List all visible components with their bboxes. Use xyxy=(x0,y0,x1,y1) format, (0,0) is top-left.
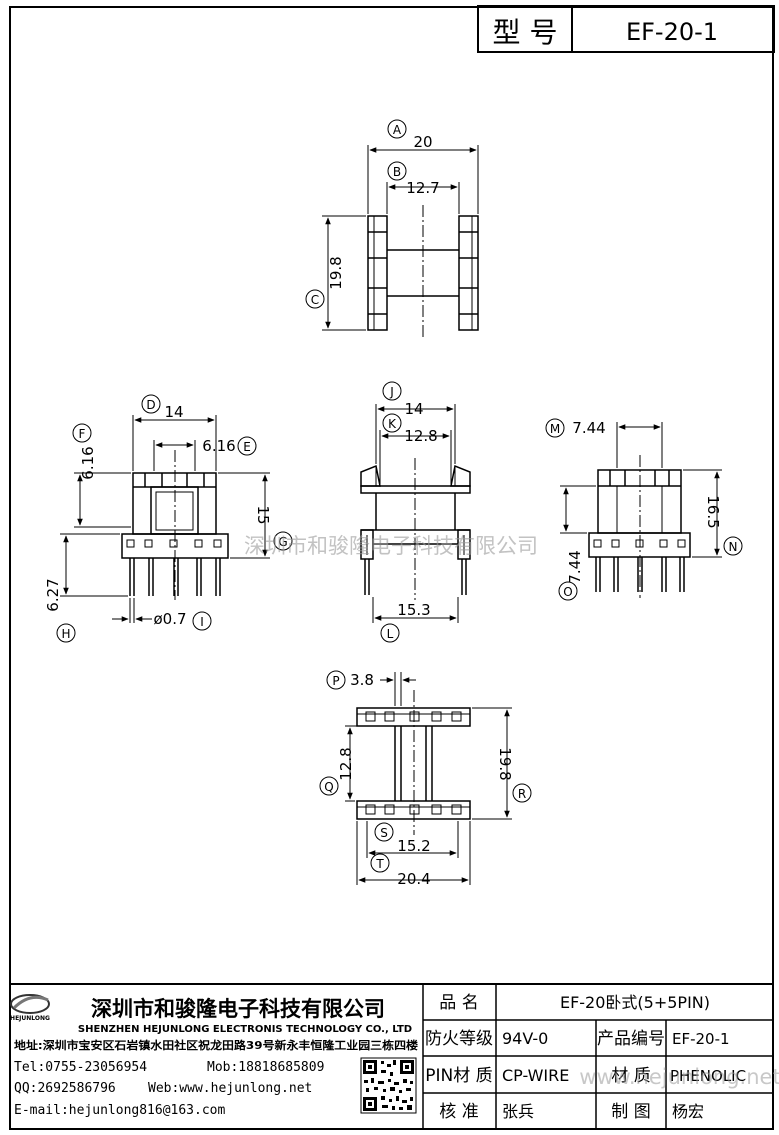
pin-material-value: CP-WIRE xyxy=(502,1066,569,1085)
pin-material-label: PIN材 质 xyxy=(425,1066,492,1086)
balloon-h: H xyxy=(61,627,70,641)
balloon-b: B xyxy=(393,165,401,179)
fire-rating-label: 防火等级 xyxy=(425,1029,493,1049)
company-name-cn: 深圳市和骏隆电子科技有限公司 xyxy=(91,997,385,1021)
balloon-l: L xyxy=(387,627,394,641)
approved-label: 核 准 xyxy=(439,1102,478,1122)
material-value: PHENOLIC xyxy=(670,1067,746,1085)
product-code-value: EF-20-1 xyxy=(672,1030,730,1048)
dim-l-value: 15.3 xyxy=(397,601,430,619)
dim-c-value: 19.8 xyxy=(327,256,345,289)
balloon-p: P xyxy=(332,674,339,688)
dim-e-value: 6.16 xyxy=(202,437,235,455)
front-view-right xyxy=(545,418,743,601)
top-view xyxy=(305,119,479,340)
bottom-view xyxy=(319,670,532,885)
dim-q-value: 12.8 xyxy=(337,747,355,780)
logo-text: HEJUNLONG xyxy=(10,1015,50,1022)
balloon-r: R xyxy=(518,787,526,801)
company-tel: Tel:0755-23056954 xyxy=(14,1060,147,1075)
company-email: E-mail:hejunlong816@163.com xyxy=(14,1103,225,1118)
company-web: Web:www.hejunlong.net xyxy=(148,1081,312,1096)
balloon-t: T xyxy=(375,857,384,871)
dim-k-value: 12.8 xyxy=(404,427,437,445)
company-name-en: SHENZHEN HEJUNLONG ELECTRONIS TECHNOLOGY… xyxy=(78,1024,412,1035)
balloon-e: E xyxy=(243,440,251,454)
drawn-label: 制 图 xyxy=(611,1102,650,1122)
product-name-value: EF-20卧式(5+5PIN) xyxy=(560,993,710,1012)
balloon-s: S xyxy=(380,826,388,840)
dim-h-value: 6.27 xyxy=(44,578,62,611)
dim-m-value: 7.44 xyxy=(572,419,605,437)
approved-value: 张兵 xyxy=(502,1102,534,1121)
company-logo xyxy=(10,994,50,1014)
side-view-middle xyxy=(360,381,471,643)
balloon-q: Q xyxy=(324,780,333,794)
balloon-f: F xyxy=(79,427,86,441)
model-label: 型 号 xyxy=(493,16,558,49)
balloon-g: G xyxy=(278,535,287,549)
balloon-n: N xyxy=(729,540,738,554)
dim-p-value: 3.8 xyxy=(350,671,374,689)
qr-code xyxy=(360,1057,417,1114)
dim-n-value: 16.5 xyxy=(704,495,722,528)
dim-d-value: 14 xyxy=(164,403,183,421)
balloon-d: D xyxy=(146,398,155,412)
fire-rating-value: 94V-0 xyxy=(502,1029,548,1048)
dim-f-value: 6.16 xyxy=(79,446,97,479)
material-label: 材 质 xyxy=(611,1066,650,1086)
balloon-j: J xyxy=(389,385,394,399)
balloon-m: M xyxy=(550,422,560,436)
balloon-k: K xyxy=(388,417,397,431)
dim-g-value: 15 xyxy=(254,505,272,524)
dim-i-value: ø0.7 xyxy=(153,610,186,628)
drawing-frame xyxy=(9,6,774,1130)
info-table-lines xyxy=(9,983,774,1130)
dim-r-value: 19.8 xyxy=(496,747,514,780)
model-value: EF-20-1 xyxy=(626,18,718,46)
balloon-a: A xyxy=(393,123,402,137)
dim-j-value: 14 xyxy=(404,400,423,418)
product-name-label: 品 名 xyxy=(439,993,478,1013)
watermark-company: 深圳市和骏隆电子科技有限公司 xyxy=(244,534,538,558)
company-qq: QQ:2692586796 xyxy=(14,1081,116,1096)
watermark-url: www.hejunlong.net xyxy=(579,1065,779,1089)
balloon-i: I xyxy=(200,615,204,629)
drawn-value: 杨宏 xyxy=(672,1102,704,1121)
company-address: 地址:深圳市宝安区石岩镇水田社区祝龙田路39号新永丰恒隆工业园三栋四楼 xyxy=(14,1038,418,1052)
dim-s-value: 15.2 xyxy=(397,837,430,855)
front-view-left xyxy=(56,394,293,643)
dim-o-value: 7.44 xyxy=(566,550,584,583)
dim-b-value: 12.7 xyxy=(406,179,439,197)
dim-t-value: 20.4 xyxy=(397,870,430,888)
dim-a-value: 20 xyxy=(413,133,432,151)
balloon-c: C xyxy=(311,293,319,307)
balloon-o: O xyxy=(563,585,572,599)
model-title-block xyxy=(477,5,775,53)
product-code-label: 产品编号 xyxy=(597,1029,665,1049)
company-mob: Mob:18818685809 xyxy=(207,1060,324,1075)
